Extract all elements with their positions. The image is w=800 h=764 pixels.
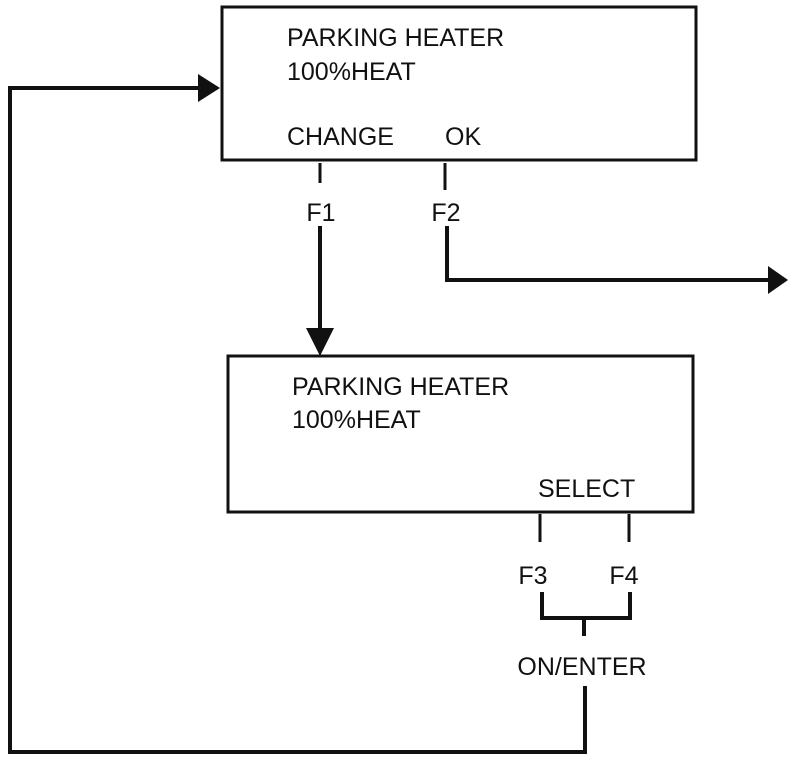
display-top-line-2: 100%HEAT [287,58,416,86]
display-box-top: PARKING HEATER 100%HEAT CHANGE OK [220,5,698,162]
f2-key-label: F2 [431,199,460,227]
on-enter-key-label: ON/ENTER [517,653,646,681]
f3-f4-bracket [540,592,632,620]
arrow-down-head [306,328,334,356]
display-bottom-line-2: 100%HEAT [292,406,421,434]
f3-f4-key-path: F3 F4 ON/ENTER [517,514,647,681]
arrow-right-head [768,266,788,294]
return-arrow-line [8,86,587,754]
return-path [8,74,587,754]
f3-key-label: F3 [518,562,547,590]
f1-key-label: F1 [306,199,335,227]
ok-softkey-label: OK [445,123,481,151]
f4-key-label: F4 [609,562,638,590]
display-top-line-1: PARKING HEATER [287,24,504,52]
select-softkey-label: SELECT [538,475,635,503]
change-softkey-label: CHANGE [287,123,394,151]
display-bottom-line-1: PARKING HEATER [292,373,509,401]
display-box-bottom: PARKING HEATER 100%HEAT SELECT [226,354,695,514]
arrow-right-head-return [198,74,220,102]
f2-key-path: F2 [431,163,788,294]
f2-arrow-line [445,226,772,282]
f1-key-path: F1 [306,163,336,356]
